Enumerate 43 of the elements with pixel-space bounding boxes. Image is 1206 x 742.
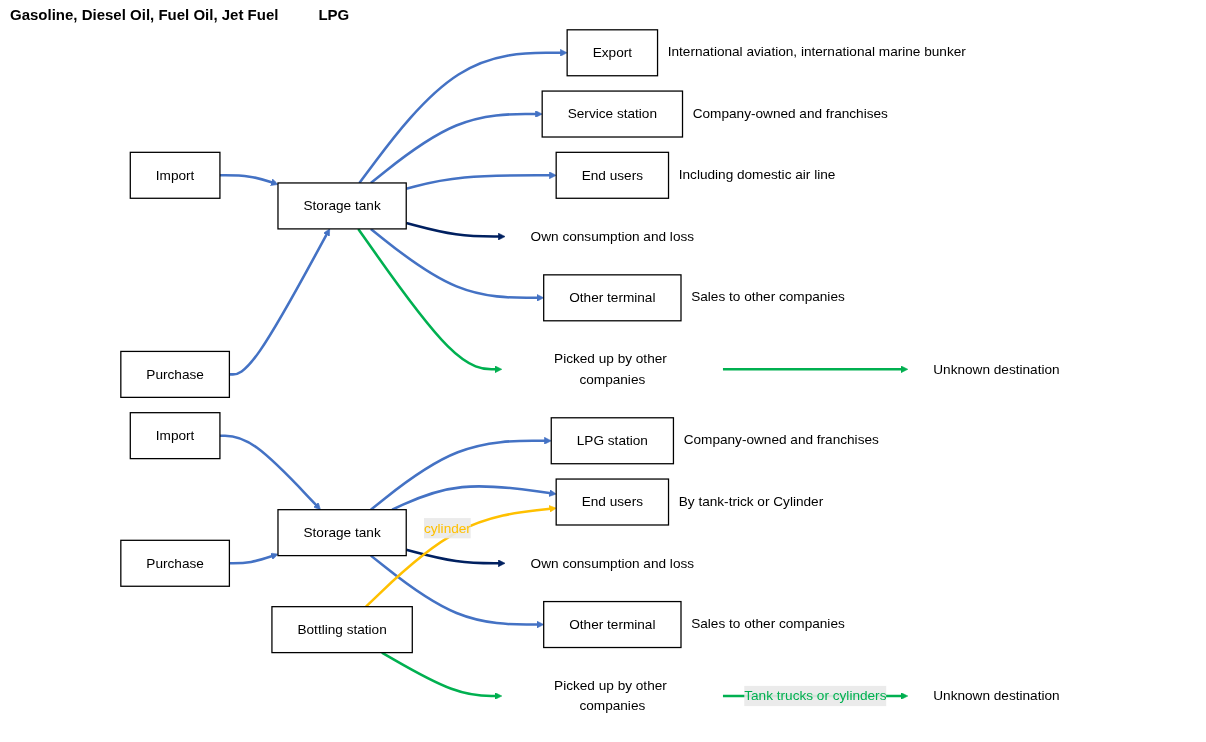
section-heading: Gasoline, Diesel Oil, Fuel Oil, Jet Fuel	[10, 6, 279, 23]
edge-label: cylinder	[423, 520, 471, 536]
arrow	[370, 110, 543, 184]
node-box: Import	[129, 412, 221, 460]
node-box: Other terminal	[543, 274, 682, 322]
node-box: LPG station	[550, 417, 675, 465]
node-caption: Sales to other companies	[691, 616, 845, 632]
edge-label: Tank trucks or cylinders	[744, 688, 887, 703]
arrow	[357, 228, 503, 374]
section-heading: LPG	[318, 6, 350, 23]
node-text: Unknown destination	[933, 688, 1060, 703]
node-caption: Company-owned and franchises	[683, 432, 879, 448]
node-box: Storage tank	[277, 182, 407, 230]
node-caption: Sales to other companies	[691, 289, 845, 305]
arrow	[229, 228, 330, 376]
node-text: Own consumption and loss	[530, 228, 695, 244]
arrow	[219, 434, 321, 510]
arrow	[370, 437, 552, 511]
node-caption: Including domestic air line	[678, 166, 836, 182]
node-box: End users	[555, 151, 670, 199]
node-box: Export	[566, 29, 659, 77]
arrow	[722, 365, 909, 374]
node-box: Import	[129, 151, 221, 199]
node-box: Purchase	[120, 539, 231, 587]
arrow	[365, 505, 557, 608]
node-box: Other terminal	[543, 600, 682, 649]
node-caption: By tank-trick or Cylinder	[678, 493, 824, 509]
node-box: Bottling station	[271, 606, 413, 654]
node-box: End users	[555, 478, 670, 526]
arrow	[391, 485, 557, 511]
node-caption: Company-owned and franchises	[692, 105, 888, 121]
node-box: Purchase	[120, 350, 231, 398]
arrow	[381, 651, 503, 700]
node-box: Storage tank	[277, 509, 407, 557]
node-text: Unknown destination	[933, 361, 1060, 377]
node-text: Picked up by other companies	[554, 351, 667, 387]
node-caption: International aviation, international marine bunker	[667, 44, 966, 60]
node-text: Own consumption and loss	[530, 555, 695, 571]
arrow	[229, 552, 279, 565]
node-text: Picked up by other companies	[554, 678, 667, 714]
node-box: Service station	[541, 90, 684, 138]
arrow	[219, 174, 279, 186]
arrow	[358, 49, 568, 184]
